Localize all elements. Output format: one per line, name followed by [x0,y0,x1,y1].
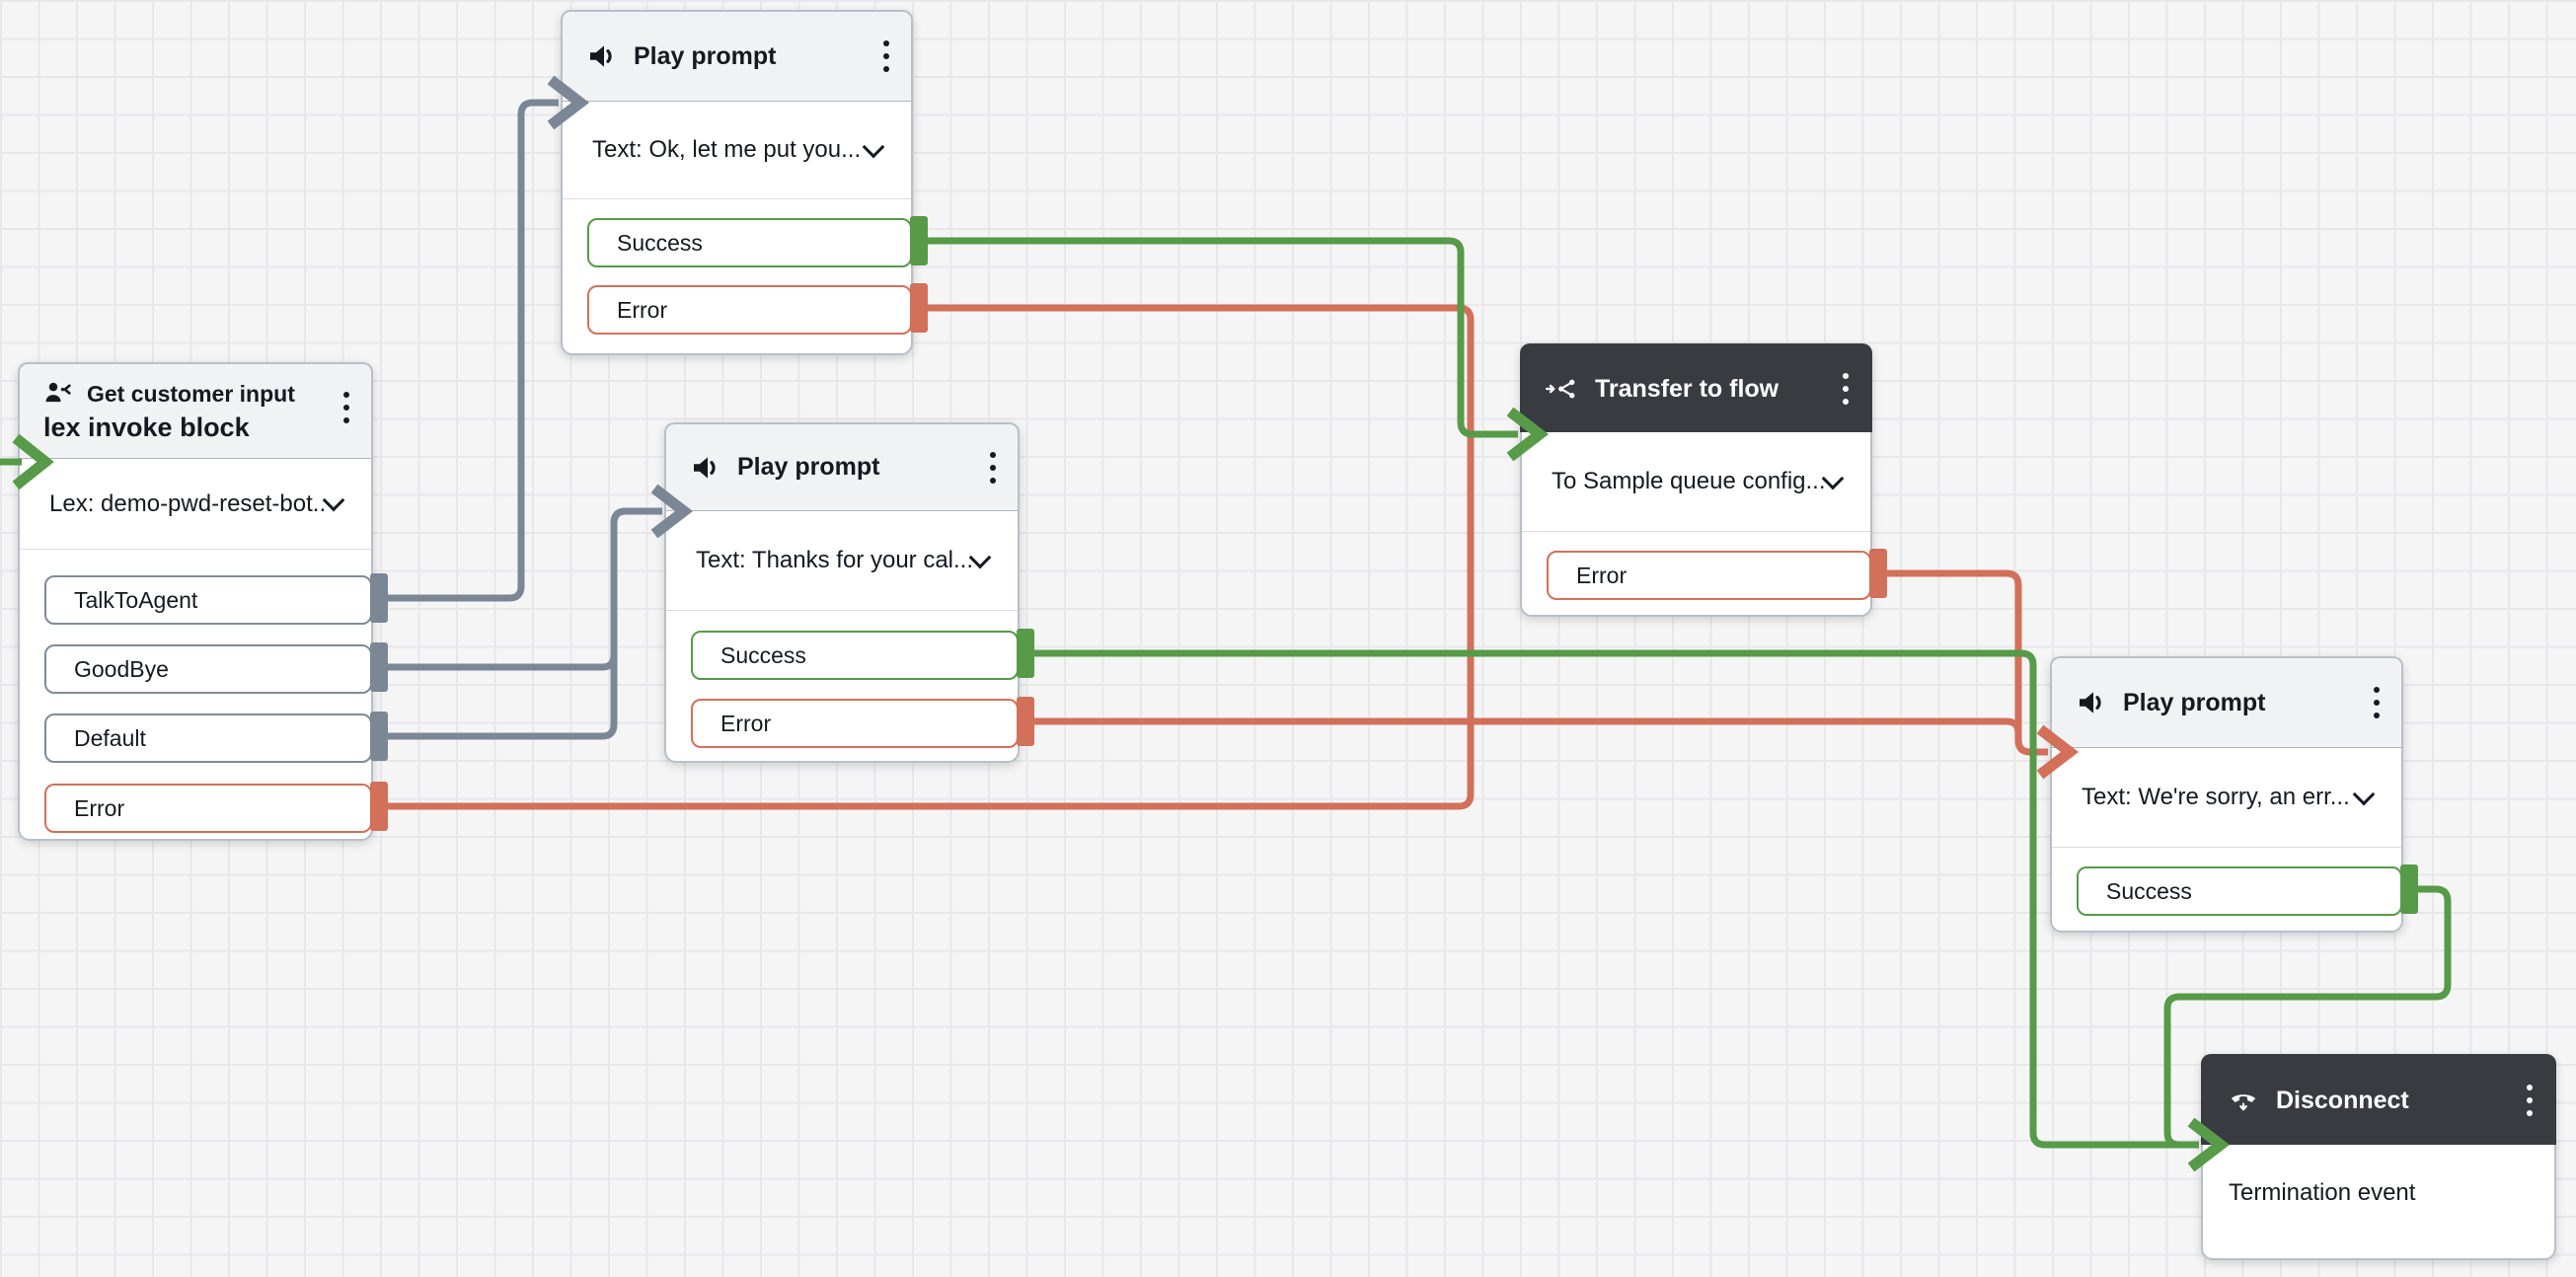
output-label: Success [617,229,703,256]
output-label: Success [2106,877,2192,904]
block-get-customer-input[interactable]: Get customer input lex invoke block Lex:… [18,362,373,841]
connector-error-transfer[interactable] [1887,569,2048,756]
prompt-text-value: Text: Thanks for your cal... [696,547,972,573]
lex-bot-dropdown[interactable]: Lex: demo-pwd-reset-bot... [20,459,371,550]
prompt-text-dropdown[interactable]: Text: Ok, let me put you... [563,102,911,199]
output-error[interactable]: Error [587,285,912,335]
connector-goodbye[interactable] [388,507,662,671]
block-title: Play prompt [2123,688,2266,716]
kebab-menu-icon[interactable] [2374,687,2380,718]
block-title: Transfer to flow [1595,374,1780,403]
chevron-down-icon [2352,783,2376,805]
block-disconnect[interactable]: Disconnect Termination event [2201,1054,2556,1260]
connector-error-pp2[interactable] [1034,717,2048,756]
block-header[interactable]: Play prompt [561,10,913,102]
output-label: Error [1576,562,1628,588]
connector-success-pp2[interactable] [1034,649,2199,1149]
block-title: Get customer input [87,380,295,407]
prompt-text-dropdown[interactable]: Text: Thanks for your cal... [666,511,1018,611]
block-header[interactable]: Transfer to flow [1520,343,1872,432]
lex-bot-value: Lex: demo-pwd-reset-bot... [49,489,326,517]
output-goodbye[interactable]: GoodBye [44,644,372,694]
kebab-menu-icon[interactable] [343,392,349,423]
output-label: Default [74,724,146,751]
output-success[interactable]: Success [691,631,1019,680]
speaker-icon [2076,687,2107,718]
disconnect-icon [2227,1086,2260,1115]
connector-success-pp1[interactable] [928,237,1518,438]
kebab-menu-icon[interactable] [883,40,889,72]
output-success[interactable]: Success [2077,866,2402,916]
speaker-icon [690,452,721,484]
termination-event-label: Termination event [2229,1179,2416,1206]
output-default[interactable]: Default [44,714,372,763]
speaker-icon [586,40,618,72]
output-label: Error [617,296,668,323]
block-title: Play prompt [634,41,777,70]
connector-talktoagent[interactable] [388,99,559,602]
kebab-menu-icon[interactable] [1843,373,1849,405]
prompt-text-dropdown[interactable]: Text: We're sorry, an err... [2052,748,2401,848]
output-label: GoodBye [74,655,169,682]
prompt-text-value: Text: Ok, let me put you... [592,136,862,163]
output-error[interactable]: Error [1547,551,1871,600]
chevron-down-icon [968,546,992,568]
chevron-down-icon [322,488,345,512]
block-play-prompt-2[interactable]: Play prompt Text: Thanks for your cal...… [664,422,1020,763]
block-header[interactable]: Play prompt [2050,656,2403,748]
block-play-prompt-3[interactable]: Play prompt Text: We're sorry, an err...… [2050,656,2403,933]
chevron-down-icon [1821,467,1845,489]
transfer-target-value: To Sample queue config... [1552,468,1825,494]
connector-default[interactable] [388,507,662,740]
output-error[interactable]: Error [691,699,1019,748]
block-header[interactable]: Play prompt [664,422,1020,511]
transfer-flow-icon [1546,374,1579,404]
output-talktoagent[interactable]: TalkToAgent [44,575,372,625]
block-title: Play prompt [737,453,880,481]
block-play-prompt-1[interactable]: Play prompt Text: Ok, let me put you... … [561,10,913,355]
block-subtitle: lex invoke block [43,413,250,442]
output-error[interactable]: Error [44,784,372,833]
block-header[interactable]: Disconnect [2201,1054,2556,1145]
customer-input-icon [43,379,73,409]
chevron-down-icon [862,135,885,158]
transfer-target-dropdown[interactable]: To Sample queue config... [1522,432,1870,532]
kebab-menu-icon[interactable] [2527,1085,2533,1116]
kebab-menu-icon[interactable] [990,451,996,484]
output-label: Error [720,710,772,736]
output-label: Error [74,794,125,821]
block-header[interactable]: Get customer input lex invoke block [18,362,373,459]
output-label: TalkToAgent [74,586,198,613]
block-transfer-to-flow[interactable]: Transfer to flow To Sample queue config.… [1520,343,1872,617]
prompt-text-value: Text: We're sorry, an err... [2082,784,2350,810]
block-title: Disconnect [2276,1086,2409,1114]
output-success[interactable]: Success [587,218,912,267]
output-label: Success [720,641,806,668]
